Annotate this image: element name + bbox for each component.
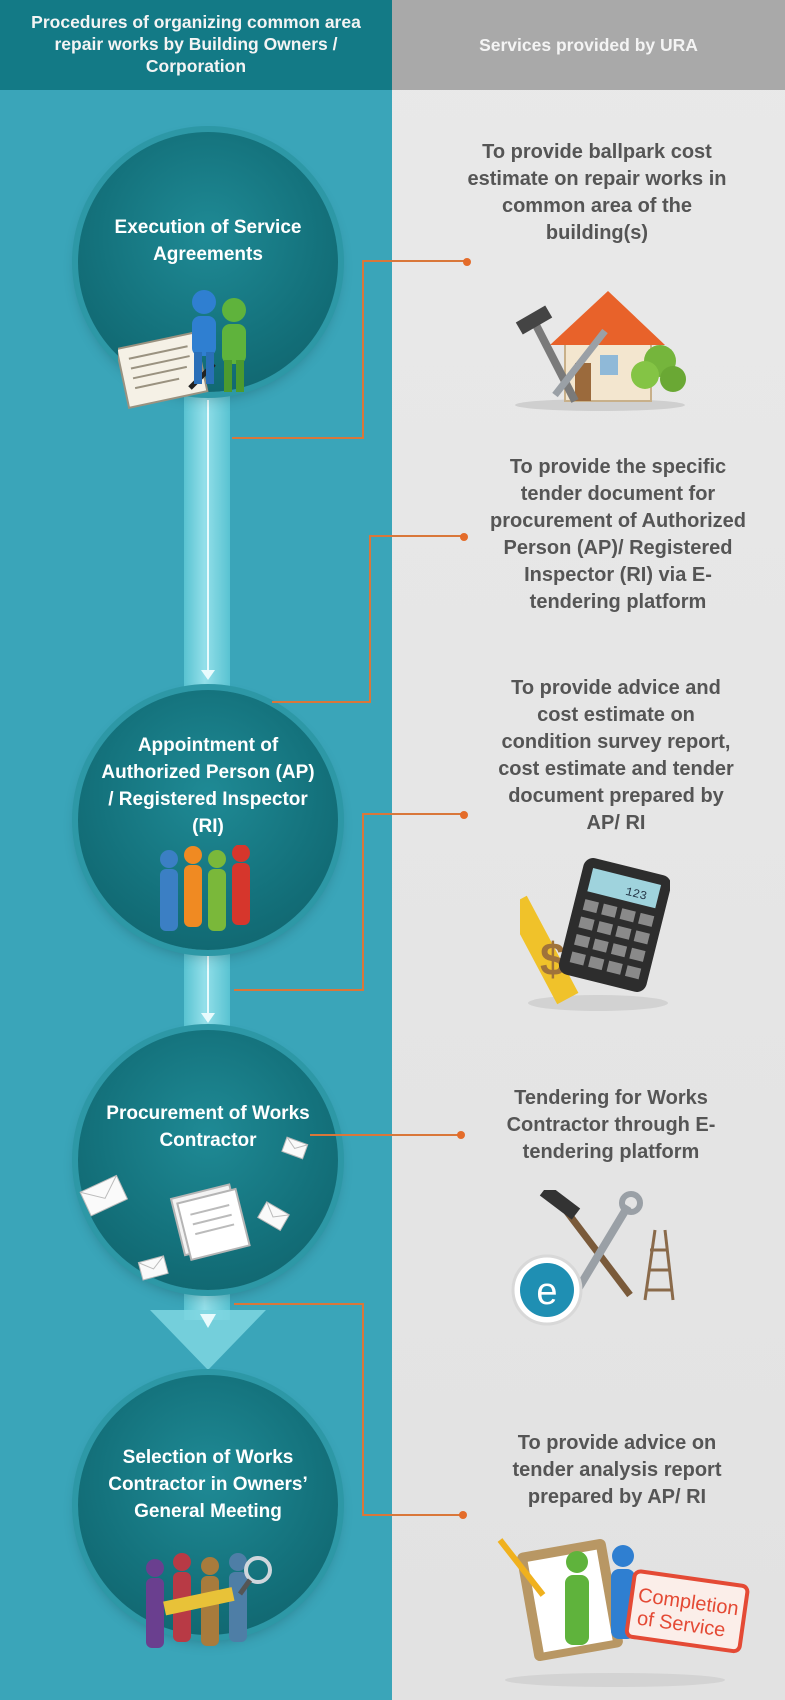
connector-2 (272, 535, 371, 703)
connector-5-dot (459, 1511, 467, 1519)
documents-envelopes-icon (79, 1136, 309, 1281)
flow-arrow-2-tip (201, 1013, 215, 1023)
calculator-display-text: 123 (624, 885, 648, 904)
step-1-label: Execution of Service Agreements (114, 217, 302, 265)
house-tools-icon (515, 291, 686, 411)
connector-5 (234, 1303, 364, 1516)
procedures-header: Procedures of organizing common area rep… (0, 0, 392, 90)
tools-etender-icon: e (511, 1190, 675, 1326)
connector-5-bottom (362, 1514, 462, 1516)
connector-2-dot (460, 533, 468, 541)
step-2-label: Appointment of Authorized Person (AP) / … (101, 735, 315, 837)
connector-1-top (362, 260, 470, 262)
connector-1 (232, 260, 364, 439)
flow-arrow-1-line (207, 400, 209, 670)
service-5-text: To provide advice on tender analysis rep… (512, 1432, 722, 1508)
connector-4-dot (457, 1131, 465, 1139)
step-3-label: Procurement of Works Contractor (106, 1103, 310, 1151)
connector-2-top (369, 535, 466, 537)
flow-arrow-3-head (150, 1310, 266, 1370)
procedures-header-title: Procedures of organizing common area rep… (31, 12, 361, 76)
connector-3-dot (460, 811, 468, 819)
connector-1-dot (463, 258, 471, 266)
contract-handshake-icon (118, 290, 246, 409)
service-4-text: Tendering for Works Contractor through E… (506, 1087, 716, 1163)
services-header-title: Services provided by URA (479, 35, 698, 55)
clipboard-completion-icon: Completion of Service (497, 1538, 750, 1687)
people-group-icon (160, 845, 250, 931)
voters-magnifier-icon (146, 1553, 272, 1648)
services-header: Services provided by URA (392, 0, 785, 90)
service-1-text: To provide ballpark cost estimate on rep… (467, 141, 727, 244)
connector-4 (310, 1134, 462, 1136)
step-4-label: Selection of Works Contractor in Owners’… (108, 1447, 308, 1522)
services-column (392, 0, 785, 1700)
calculator-ruler-icon: $ 123 (520, 858, 670, 1011)
flow-arrow-1-tip (201, 670, 215, 680)
etender-logo-letter: e (536, 1271, 557, 1313)
flow-arrow-2-line (207, 945, 209, 1015)
connector-3 (234, 813, 364, 991)
service-3-text: To provide advice and cost estimate on c… (498, 677, 734, 834)
connector-3-top (362, 813, 466, 815)
service-2-text: To provide the specific tender document … (490, 456, 746, 613)
